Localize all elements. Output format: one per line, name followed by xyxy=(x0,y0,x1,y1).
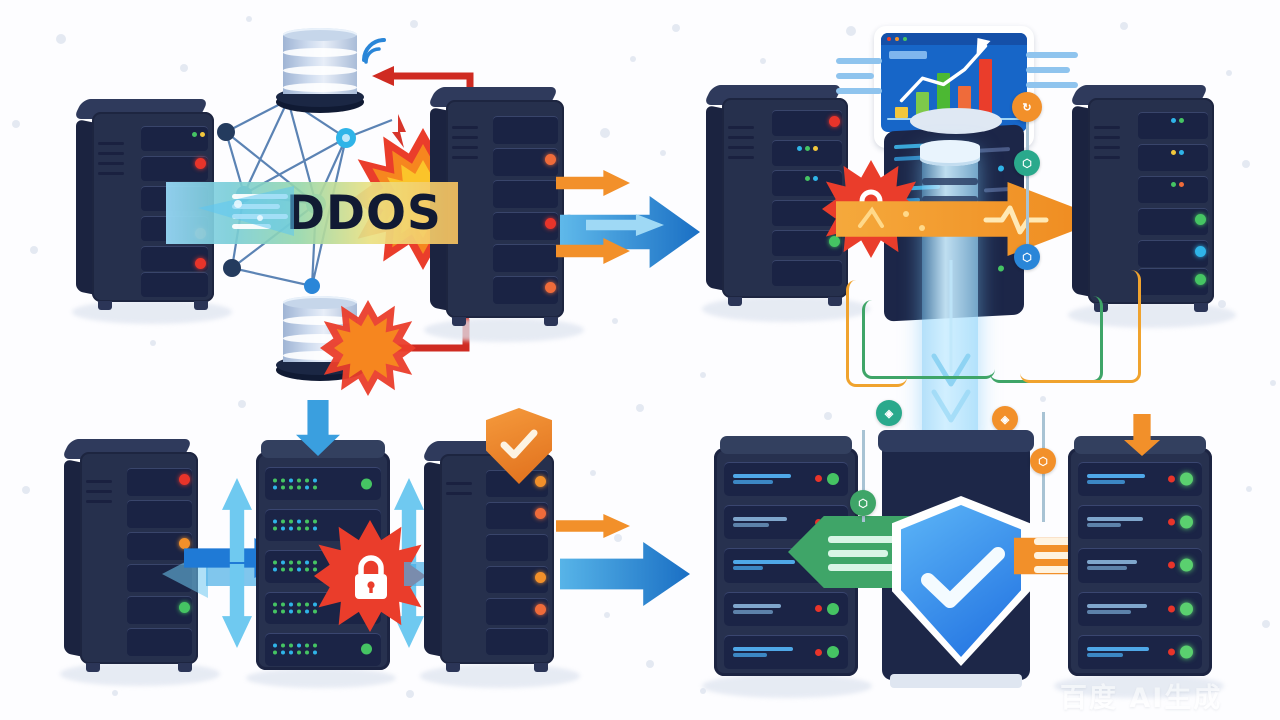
chart-bar xyxy=(895,107,908,118)
background-dot xyxy=(150,340,156,346)
lock-icon xyxy=(355,555,387,599)
quadrant-top-left: DDOS xyxy=(0,0,700,396)
background-dot xyxy=(700,688,706,694)
background-dot xyxy=(672,24,680,32)
server-top-cap xyxy=(910,108,1002,134)
server-rack-left xyxy=(703,85,848,306)
background-dot xyxy=(112,690,118,696)
background-dot xyxy=(1218,300,1226,308)
trend-line xyxy=(899,38,991,103)
background-dot xyxy=(22,486,30,494)
screen-titlebar xyxy=(881,33,1027,45)
background-dot xyxy=(614,534,622,542)
wifi-signal-icon xyxy=(362,38,386,64)
shield-badge[interactable]: ⬡ xyxy=(1014,150,1040,176)
node-badge-orange[interactable]: ◈ xyxy=(992,406,1018,432)
background-dot xyxy=(590,470,596,476)
pillar-cap xyxy=(920,140,980,166)
right-decor-lines xyxy=(1026,52,1078,88)
background-dot xyxy=(180,64,188,72)
center-block-cap xyxy=(878,430,1034,452)
background-dot xyxy=(238,400,246,408)
background-dot xyxy=(1242,160,1250,168)
pillar-flow-arrow xyxy=(931,260,971,423)
target-server-rack xyxy=(427,87,564,326)
node-badge-orange[interactable]: ⬡ xyxy=(1030,448,1056,474)
node-badge-green[interactable]: ⬡ xyxy=(850,490,876,516)
node-badge-green[interactable]: ◈ xyxy=(876,400,902,426)
background-dot xyxy=(12,120,20,128)
background-dot xyxy=(824,412,832,420)
rack-shadow xyxy=(702,674,872,698)
background-dot xyxy=(246,16,252,22)
background-dot xyxy=(1246,486,1252,492)
background-dot xyxy=(636,404,644,412)
chart-bar xyxy=(979,59,992,118)
outbound-arrow-top xyxy=(556,170,630,196)
green-connector-left xyxy=(862,300,995,379)
screen-title-placeholder xyxy=(889,51,927,59)
check-icon xyxy=(921,547,1005,608)
orange-connector-left xyxy=(846,280,907,387)
shield-check-orange xyxy=(486,408,552,484)
background-dot xyxy=(30,246,38,254)
background-dot xyxy=(1226,70,1232,76)
document-lines-icon xyxy=(1034,538,1096,573)
background-dot xyxy=(646,660,654,668)
server-rack-right xyxy=(1068,436,1212,676)
left-decor-lines xyxy=(836,58,882,94)
document-lines-icon xyxy=(828,536,900,571)
center-block-base xyxy=(890,674,1022,688)
background-dot xyxy=(1120,22,1128,30)
pillar-ring-2 xyxy=(922,196,978,203)
background-dot xyxy=(1270,380,1276,386)
server-rack-right xyxy=(421,441,554,672)
background-dot xyxy=(612,318,618,324)
led-server-center xyxy=(256,440,390,670)
rack-shadow xyxy=(1054,674,1224,698)
background-dot xyxy=(700,372,706,378)
server-rack-right xyxy=(1069,85,1214,312)
background-dot xyxy=(1040,396,1046,402)
ddos-banner xyxy=(166,182,458,244)
traffic-pulse-icon xyxy=(858,205,1049,235)
rack-shadow xyxy=(420,664,580,688)
background-dot xyxy=(760,58,766,64)
outbound-arrow-top xyxy=(556,514,630,538)
connector-line-vertical xyxy=(1026,118,1029,264)
background-dot xyxy=(56,34,66,44)
database-top xyxy=(275,28,365,113)
check-icon xyxy=(500,429,538,459)
background-dot xyxy=(630,56,636,62)
background-dot xyxy=(600,128,610,138)
orange-connector-right xyxy=(1020,270,1141,383)
quadrant-top-right: ↻ ⬡ ⬡ ◈ ◈ xyxy=(640,0,1280,450)
pillar-ring-1 xyxy=(922,178,978,185)
connector-line-left xyxy=(862,430,865,522)
ddos-label: DDOS xyxy=(286,186,442,241)
rack-shadow xyxy=(60,662,220,686)
quadrant-bottom-left xyxy=(0,390,690,720)
rack-shadow xyxy=(246,668,396,688)
background-dot xyxy=(846,26,856,36)
rack-shadow xyxy=(424,318,584,342)
background-dot xyxy=(604,612,610,618)
background-dot xyxy=(1262,620,1270,628)
background-dot xyxy=(410,20,418,28)
inbound-data-flow xyxy=(198,186,294,236)
quadrant-bottom-right: ⬡ ⬡ xyxy=(640,390,1280,720)
lock-badge[interactable]: ⬡ xyxy=(1014,244,1040,270)
background-dot xyxy=(660,150,666,156)
watermark: 百度 AI生成 xyxy=(1060,683,1223,714)
shield-check-blue xyxy=(892,496,1030,666)
refresh-badge[interactable]: ↻ xyxy=(1012,92,1042,122)
background-dot xyxy=(406,690,414,698)
